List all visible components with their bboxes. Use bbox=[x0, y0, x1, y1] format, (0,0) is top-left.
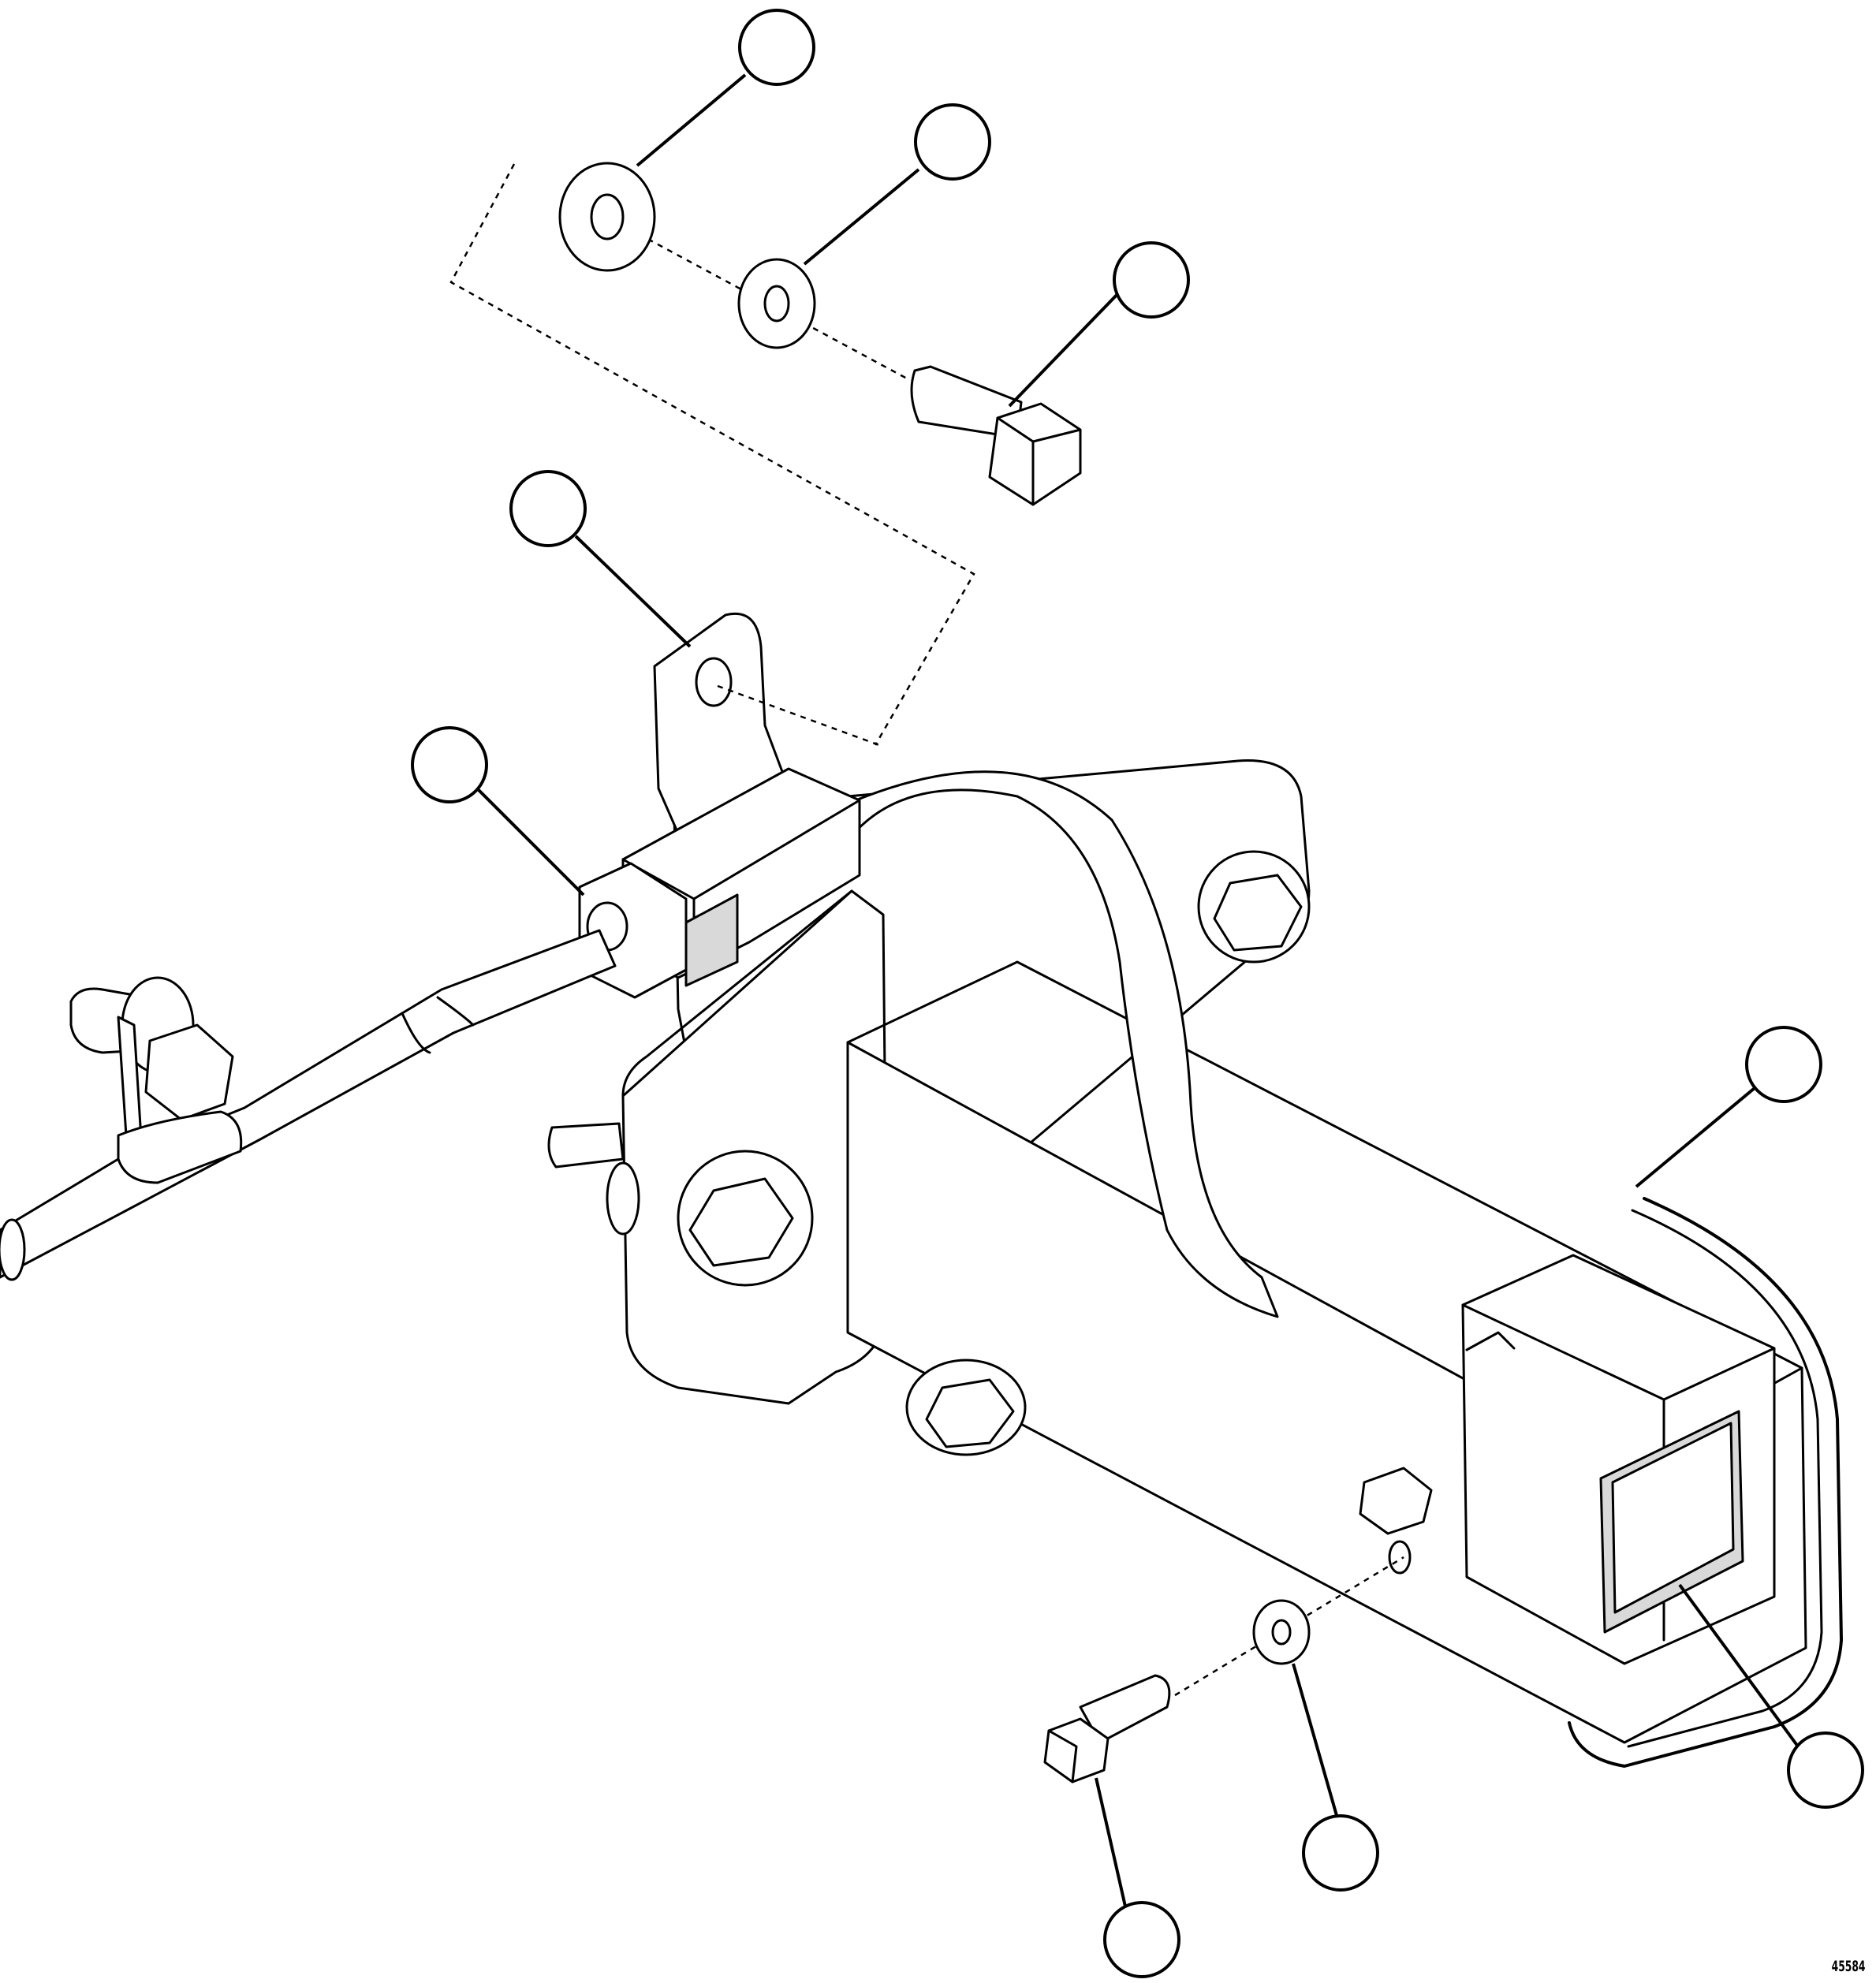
hex-bolt bbox=[910, 365, 1082, 506]
connector-and-tab-bracket bbox=[0, 612, 861, 1281]
large-washer bbox=[558, 162, 656, 272]
lower-hardware-stack bbox=[1043, 1556, 1404, 1784]
figure-number: 45584 bbox=[1831, 1958, 1865, 1975]
callout-9 bbox=[1103, 1901, 1180, 1978]
callout-circles bbox=[411, 9, 1864, 1978]
wire-harness-loop bbox=[819, 770, 1279, 1318]
upper-hardware-stack bbox=[449, 162, 1082, 747]
callout-2 bbox=[914, 103, 991, 181]
lower-washer bbox=[1252, 1599, 1311, 1665]
callout-5 bbox=[411, 726, 488, 803]
callout-1 bbox=[738, 9, 815, 86]
callout-4 bbox=[509, 470, 587, 547]
lower-bolt bbox=[1043, 1674, 1171, 1784]
small-washer bbox=[737, 258, 816, 349]
callout-3 bbox=[1113, 241, 1190, 319]
callout-8 bbox=[1302, 1814, 1379, 1892]
callout-7 bbox=[1787, 1731, 1864, 1809]
callout-6 bbox=[1745, 1026, 1822, 1103]
leader-lines bbox=[476, 73, 1800, 1952]
clamp-and-stud bbox=[69, 976, 243, 1184]
